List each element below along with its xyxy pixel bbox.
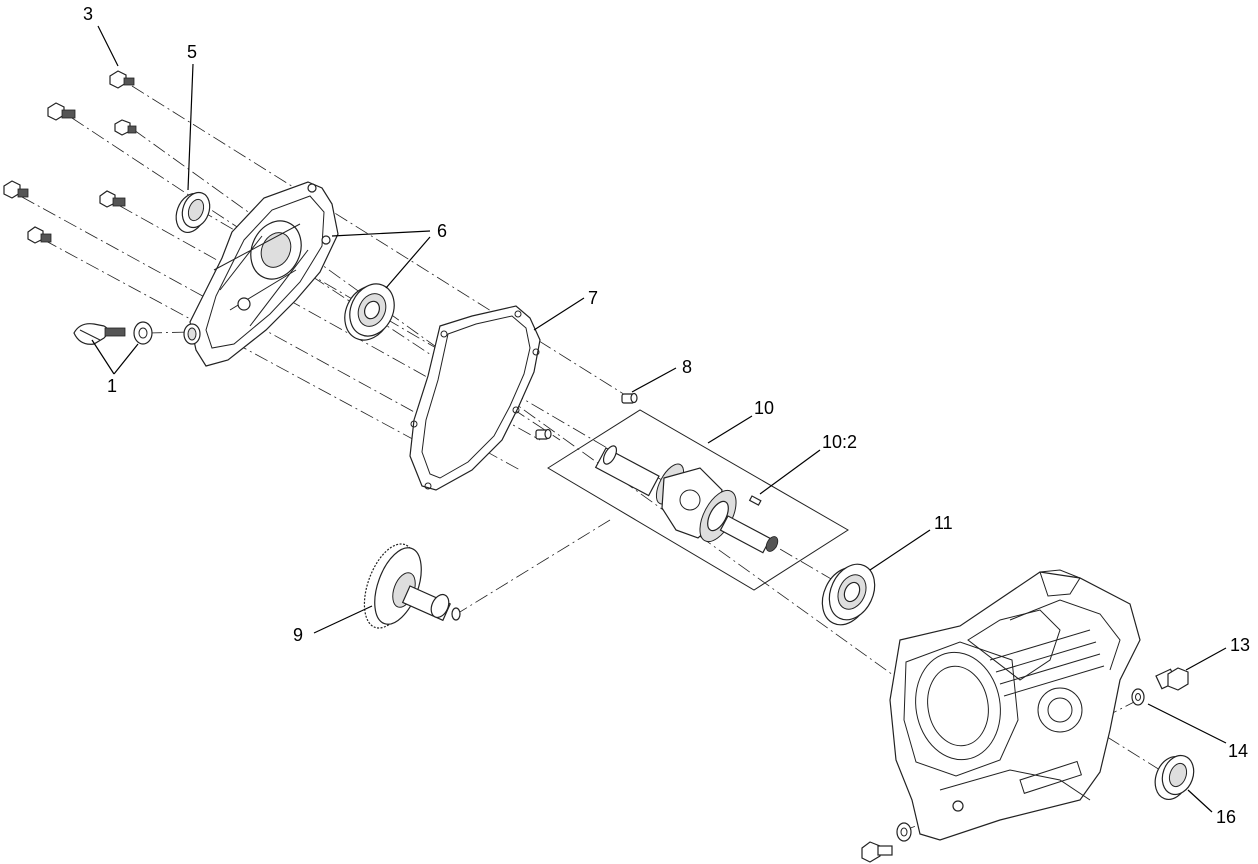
crankcase-block [889, 569, 1141, 841]
leader-lines [91, 25, 1227, 813]
crankshaft [594, 445, 779, 554]
callout-6: 6 [437, 221, 447, 241]
bolt [99, 190, 126, 208]
bottom-drain-plug [861, 822, 912, 863]
callout-13: 13 [1230, 635, 1250, 655]
crankcase-cover [183, 181, 339, 367]
crankcase-oil-seal [1154, 754, 1195, 800]
cover-gasket [409, 305, 541, 491]
callout-3: 3 [83, 4, 93, 24]
camshaft [363, 543, 461, 629]
bolt [109, 70, 135, 89]
callout-7: 7 [588, 288, 598, 308]
callout-10: 10 [754, 398, 774, 418]
crankshaft-group-box [547, 409, 849, 591]
cover-bolts [3, 70, 137, 244]
dowel-pin [535, 428, 552, 440]
callout-14: 14 [1228, 741, 1248, 761]
callout-16: 16 [1216, 807, 1236, 827]
crankshaft-assembly [547, 409, 849, 591]
woodruff-key [748, 495, 762, 506]
bolt [27, 226, 52, 244]
oil-seal [175, 191, 211, 233]
callout-5: 5 [187, 42, 197, 62]
dowel-pins [535, 392, 638, 440]
callout-9: 9 [293, 625, 303, 645]
side-drain-plug [1131, 667, 1189, 706]
callout-1: 1 [107, 376, 117, 396]
callout-8: 8 [682, 357, 692, 377]
callout-10-2: 10:2 [822, 432, 857, 452]
main-bearing [821, 563, 876, 626]
bolt [3, 180, 29, 199]
bolt [114, 119, 137, 136]
drain-plug-and-washer [73, 321, 153, 345]
cover-bearing [344, 283, 395, 341]
callout-labels: 3 5 6 7 8 10 10:2 11 9 13 14 16 1 [83, 4, 1250, 827]
bolt [47, 102, 76, 121]
callout-11: 11 [934, 513, 953, 533]
dowel-pin [621, 392, 638, 404]
